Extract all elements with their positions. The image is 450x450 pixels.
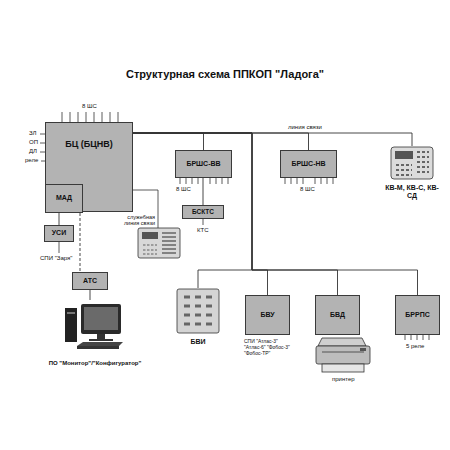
bus-connector <box>133 133 418 295</box>
printer-illustration <box>316 346 370 364</box>
bus-connector <box>133 133 412 146</box>
annotation-label: реле <box>25 157 38 164</box>
device-picture <box>77 342 123 346</box>
bus-connector <box>133 133 252 288</box>
device-picture <box>391 147 433 179</box>
block-label: БЦ (БЦНВ) <box>65 139 113 149</box>
device-picture <box>67 312 75 314</box>
bus-connector <box>133 133 338 295</box>
diagram-title: Структурная схема ППКОП "Ладога" <box>0 68 450 81</box>
input-ticks <box>40 112 429 340</box>
device-icon-node: ПО "Монитор"/"Конфигуратор" <box>40 300 150 367</box>
device-picture <box>390 146 434 184</box>
device-picture <box>396 152 429 175</box>
device-picture <box>176 288 220 338</box>
printer-illustration <box>322 351 364 352</box>
printer-illustration <box>360 348 366 351</box>
device-picture <box>177 289 219 333</box>
device-picture <box>65 308 77 342</box>
annotation-label: 8 ШС <box>300 186 315 193</box>
device-picture <box>89 339 113 341</box>
annotation-label: КТС <box>197 227 209 234</box>
block-box: БЦ (БЦНВ) МАД <box>45 122 133 212</box>
device-icon-node: КВ-М, КВ-С, КВ-СД <box>381 146 443 200</box>
device-picture <box>395 151 413 159</box>
device-picture <box>77 346 119 349</box>
block-label: БСКТС <box>192 208 214 215</box>
device-label: КВ-М, КВ-С, КВ-СД <box>381 184 443 200</box>
device-label: ПО "Монитор"/"Конфигуратор" <box>49 360 142 367</box>
block-box: БВУ <box>245 295 290 335</box>
annotation-label: линия связи <box>288 124 322 131</box>
service-keypad <box>143 245 157 254</box>
bus-connector <box>80 213 81 272</box>
annotation-label: 8 ШС <box>82 103 97 110</box>
input-ticks <box>405 335 429 340</box>
block-box: МАД <box>45 184 83 213</box>
block-label: БРШС-ВВ <box>186 160 220 168</box>
device-picture <box>176 288 220 334</box>
block-box: БВД <box>315 295 360 335</box>
device-picture <box>63 300 127 356</box>
service-keypad <box>162 233 176 253</box>
service-keypad <box>138 228 180 258</box>
block-box: УСИ <box>44 225 74 242</box>
input-ticks <box>203 219 204 225</box>
block-box: БРШС-НВ <box>280 150 337 178</box>
device-picture <box>63 300 127 360</box>
bus-connector <box>133 133 204 150</box>
device-picture <box>390 146 434 180</box>
input-ticks <box>59 242 60 253</box>
device-picture <box>84 307 118 330</box>
block-label: БРШС-НВ <box>291 160 325 168</box>
block-label: БВД <box>330 311 345 319</box>
block-box: БСКТС <box>182 205 224 219</box>
device-label: БВИ <box>190 338 205 346</box>
device-picture <box>81 304 121 334</box>
annotation-label: ОП <box>29 139 38 146</box>
printer-illustration <box>316 338 370 372</box>
annotation-label: ЗЛ <box>29 130 37 137</box>
input-ticks <box>285 178 333 184</box>
block-label: МАД <box>56 194 72 202</box>
device-picture <box>97 334 105 339</box>
annotation-label: СПИ "Заря" <box>40 255 72 262</box>
printer-illustration <box>322 364 364 372</box>
bus-connector <box>203 178 204 205</box>
input-ticks <box>180 178 228 184</box>
service-keypad <box>142 232 158 239</box>
block-box: АТС <box>72 272 108 290</box>
bus-connector <box>90 290 91 300</box>
bus-connector <box>59 213 60 225</box>
block-box: БРРПС <box>395 295 440 335</box>
annotation-label: 5 реле <box>406 343 424 350</box>
annotation-label: 8 ШС <box>176 186 191 193</box>
annotation-label: служебная линия связи <box>114 214 155 227</box>
printer-illustration <box>318 338 366 346</box>
block-label: БВУ <box>260 311 274 319</box>
annotation-label: принтер <box>332 376 355 383</box>
block-label: АТС <box>83 277 97 285</box>
annotation-label: СПИ "Атлас-3" "Атлас-6" "Фобос-3" "Фобос… <box>244 339 296 356</box>
annotation-label: ДЛ <box>29 148 37 155</box>
block-label: УСИ <box>52 229 66 237</box>
block-label: БРРПС <box>405 311 429 319</box>
service-keypad <box>138 228 180 258</box>
input-ticks <box>62 112 118 122</box>
block-box: БРШС-ВВ <box>175 150 232 178</box>
bus-connector <box>133 133 309 150</box>
device-picture <box>184 297 212 324</box>
device-icon-node: БВИ <box>176 288 220 346</box>
